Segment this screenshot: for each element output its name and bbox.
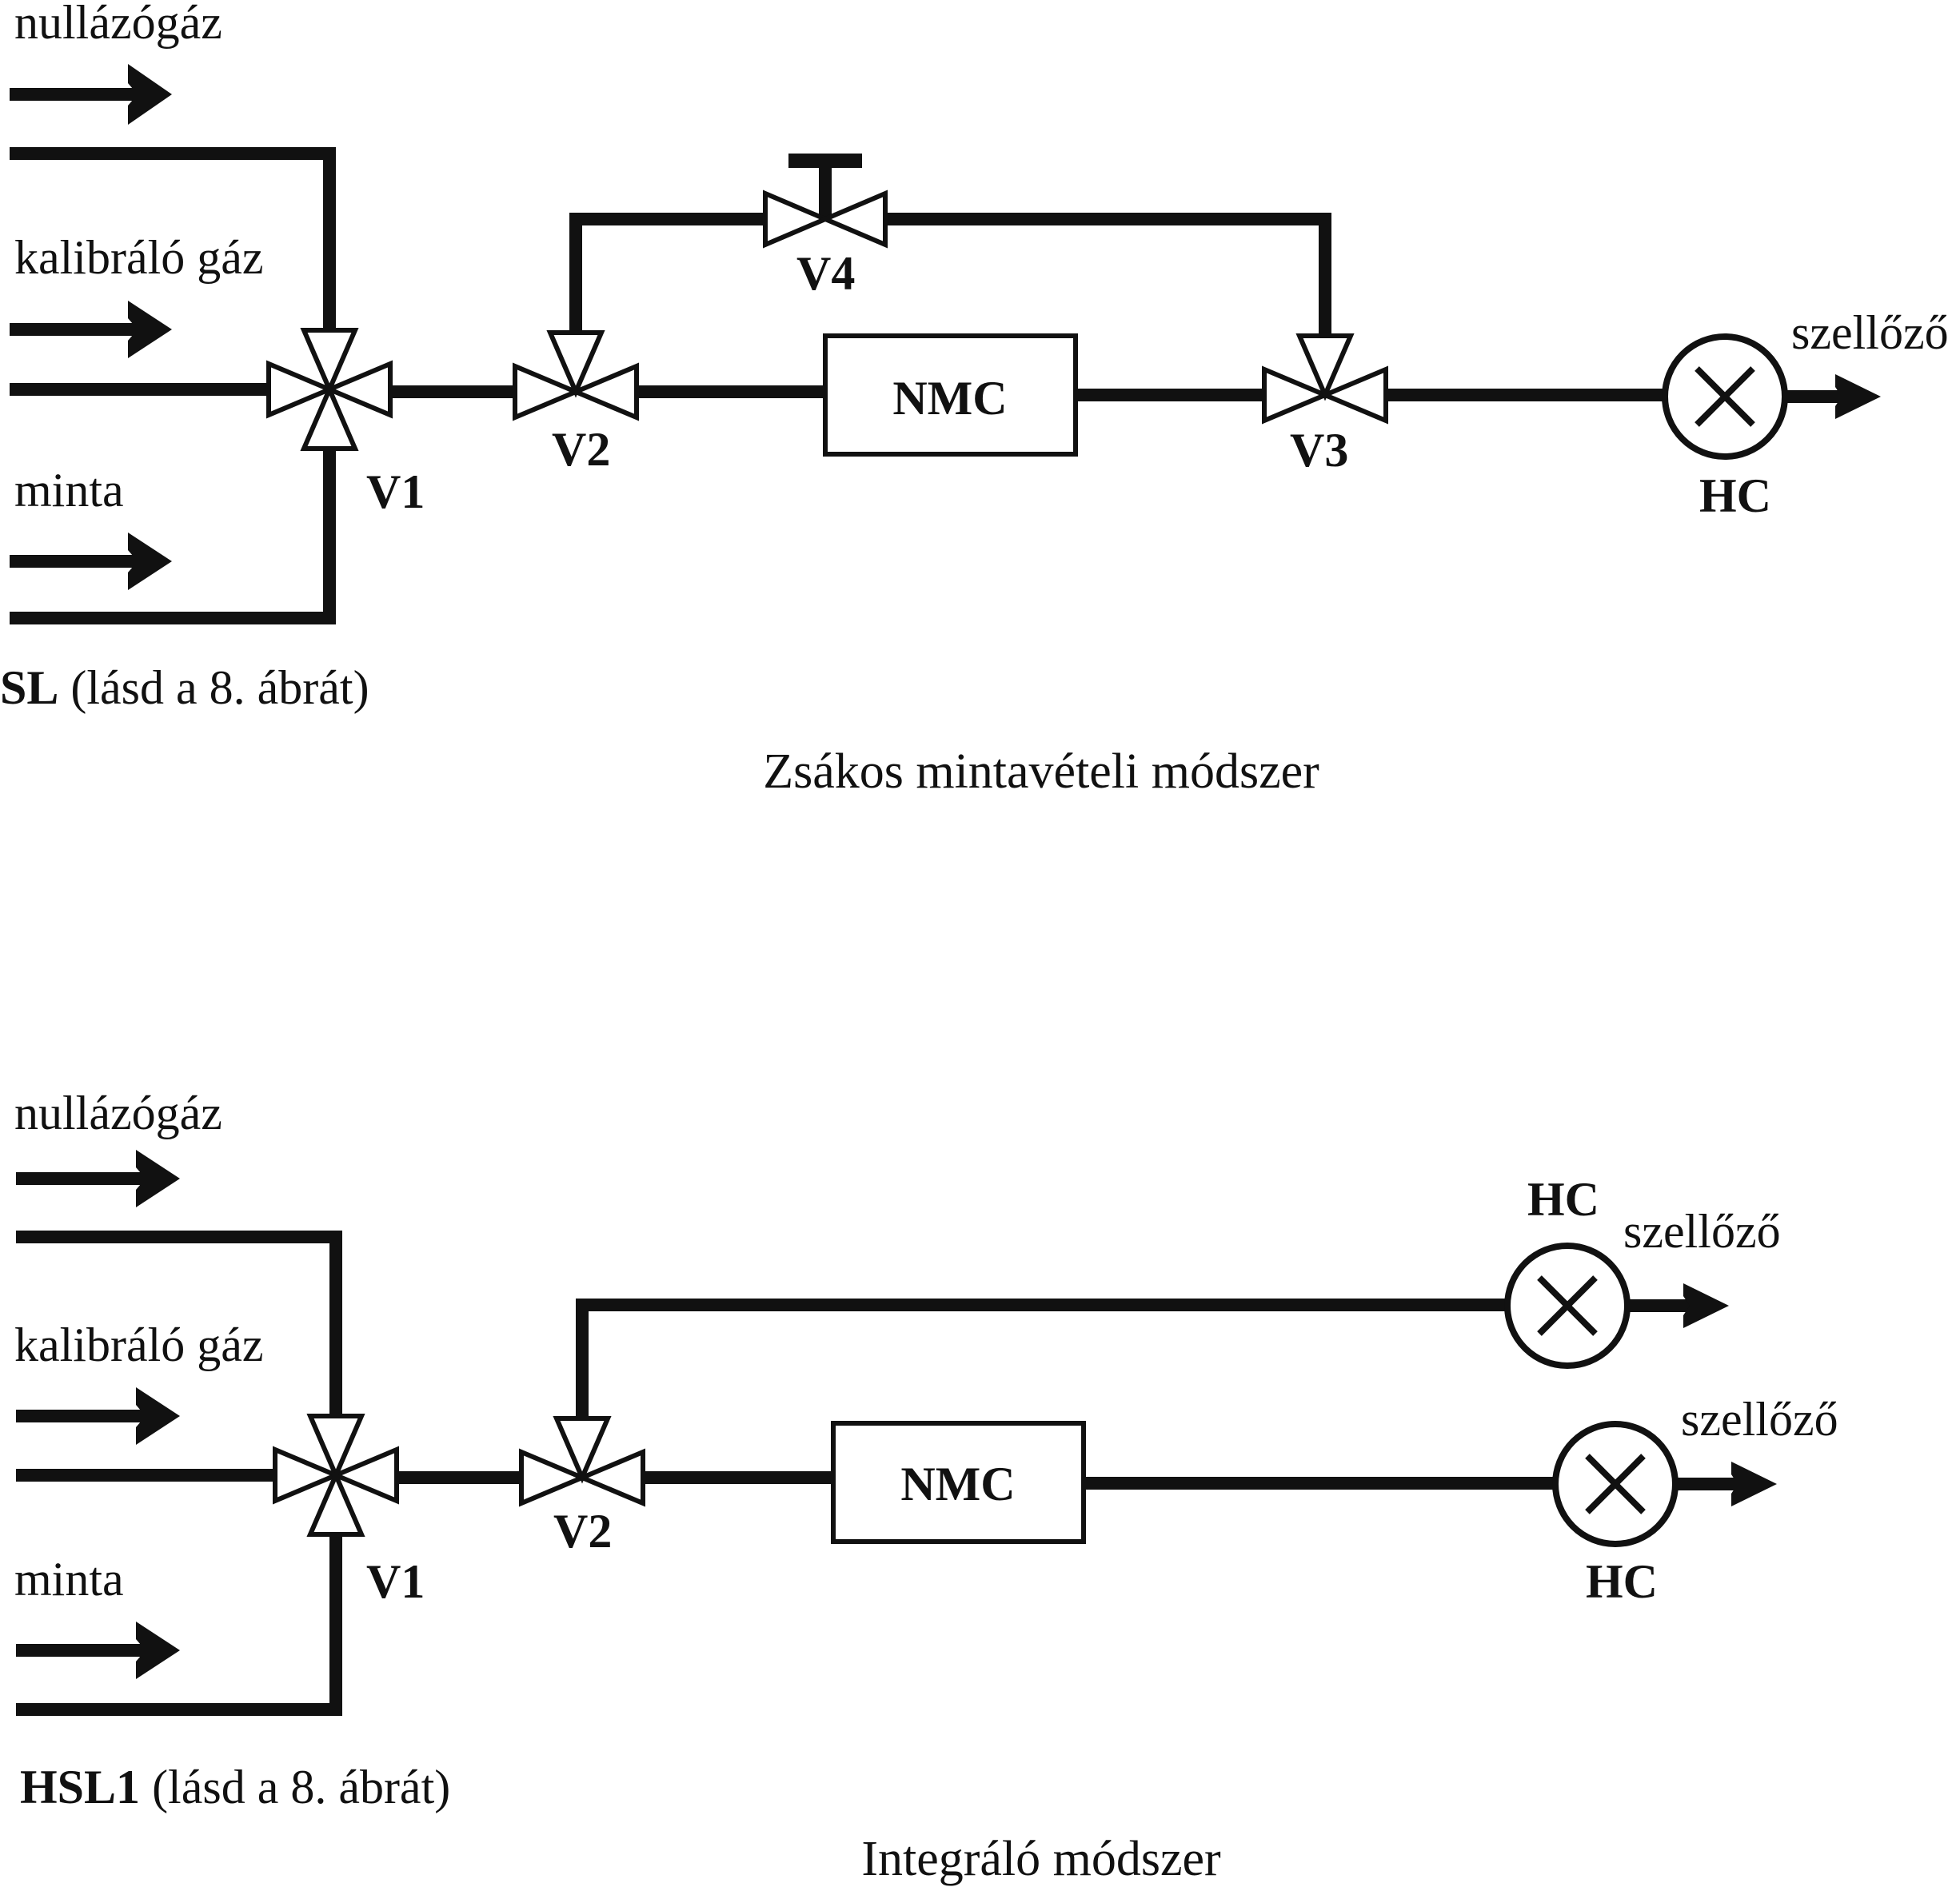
pipe-zero-gas (10, 147, 336, 348)
label-sample: minta (14, 1553, 124, 1606)
label-zero-gas: nullázógáz (14, 0, 222, 49)
pipe-sample (10, 448, 336, 624)
pipe-bypass-from-v4 (885, 213, 1331, 334)
label-v4: V4 (796, 247, 855, 300)
label-nmc: NMC (900, 1458, 1015, 1510)
reference-tag: HSL1 (20, 1761, 140, 1813)
vent-arrow-upper (1627, 1283, 1729, 1328)
bag-sampling-diagram: nullázógáz kalibráló gáz minta V1 (0, 0, 1949, 799)
caption-integrating-method: Integráló módszer (861, 1832, 1221, 1886)
reference-note: HSL1 (lásd a 8. ábrát) (20, 1761, 450, 1813)
input-arrow-sample (16, 1622, 180, 1679)
pipe-bypass-to-v4 (569, 213, 765, 334)
label-v1: V1 (366, 465, 425, 518)
input-arrow-zero-gas (16, 1150, 180, 1207)
vent-arrow-lower (1675, 1462, 1777, 1506)
label-v2: V2 (553, 1505, 612, 1558)
hc-detector-upper (1504, 1243, 1631, 1369)
caption-bag-sampling: Zsákos mintavételi módszer (763, 744, 1319, 799)
label-vent-upper: szellőző (1623, 1205, 1781, 1258)
valve-v1 (273, 1414, 399, 1537)
label-v3: V3 (1290, 424, 1348, 477)
reference-text: (lásd a 8. ábrát) (140, 1761, 450, 1813)
valve-v1 (266, 328, 393, 451)
reference-text: (lásd a 8. ábrát) (58, 661, 369, 714)
hc-detector-lower (1552, 1421, 1679, 1547)
label-calibration-gas: kalibráló gáz (14, 1319, 264, 1371)
valve-v4 (763, 154, 888, 249)
label-hc: HC (1699, 469, 1771, 522)
label-zero-gas: nullázógáz (14, 1087, 222, 1139)
label-hc-upper: HC (1527, 1173, 1599, 1226)
valve-v2 (513, 330, 639, 421)
pipe-v2-hc-upper (576, 1299, 1505, 1420)
input-arrow-calibration-gas (10, 301, 172, 358)
vent-arrow (1785, 374, 1881, 419)
label-v2: V2 (552, 423, 610, 476)
label-v1: V1 (366, 1555, 425, 1608)
input-arrow-sample (10, 533, 172, 590)
input-arrow-zero-gas (10, 64, 172, 125)
nmc-converter (823, 333, 1078, 457)
label-vent-lower: szellőző (1681, 1393, 1838, 1446)
hc-detector (1662, 333, 1788, 460)
input-arrow-calibration-gas (16, 1387, 180, 1445)
label-hc-lower: HC (1586, 1555, 1658, 1608)
label-calibration-gas: kalibráló gáz (14, 231, 264, 284)
valve-v2 (519, 1416, 645, 1507)
label-sample: minta (14, 464, 124, 517)
reference-tag: SL (0, 661, 58, 714)
pipe-sample (16, 1534, 342, 1716)
pipe-zero-gas (16, 1231, 342, 1425)
label-vent: szellőző (1791, 306, 1949, 359)
nmc-converter (831, 1421, 1086, 1544)
integrating-method-diagram: nullázógáz kalibráló gáz minta V1 (14, 1087, 1838, 1886)
reference-note: SL (lásd a 8. ábrát) (0, 661, 369, 714)
label-nmc: NMC (892, 372, 1007, 425)
valve-v3 (1262, 333, 1388, 425)
